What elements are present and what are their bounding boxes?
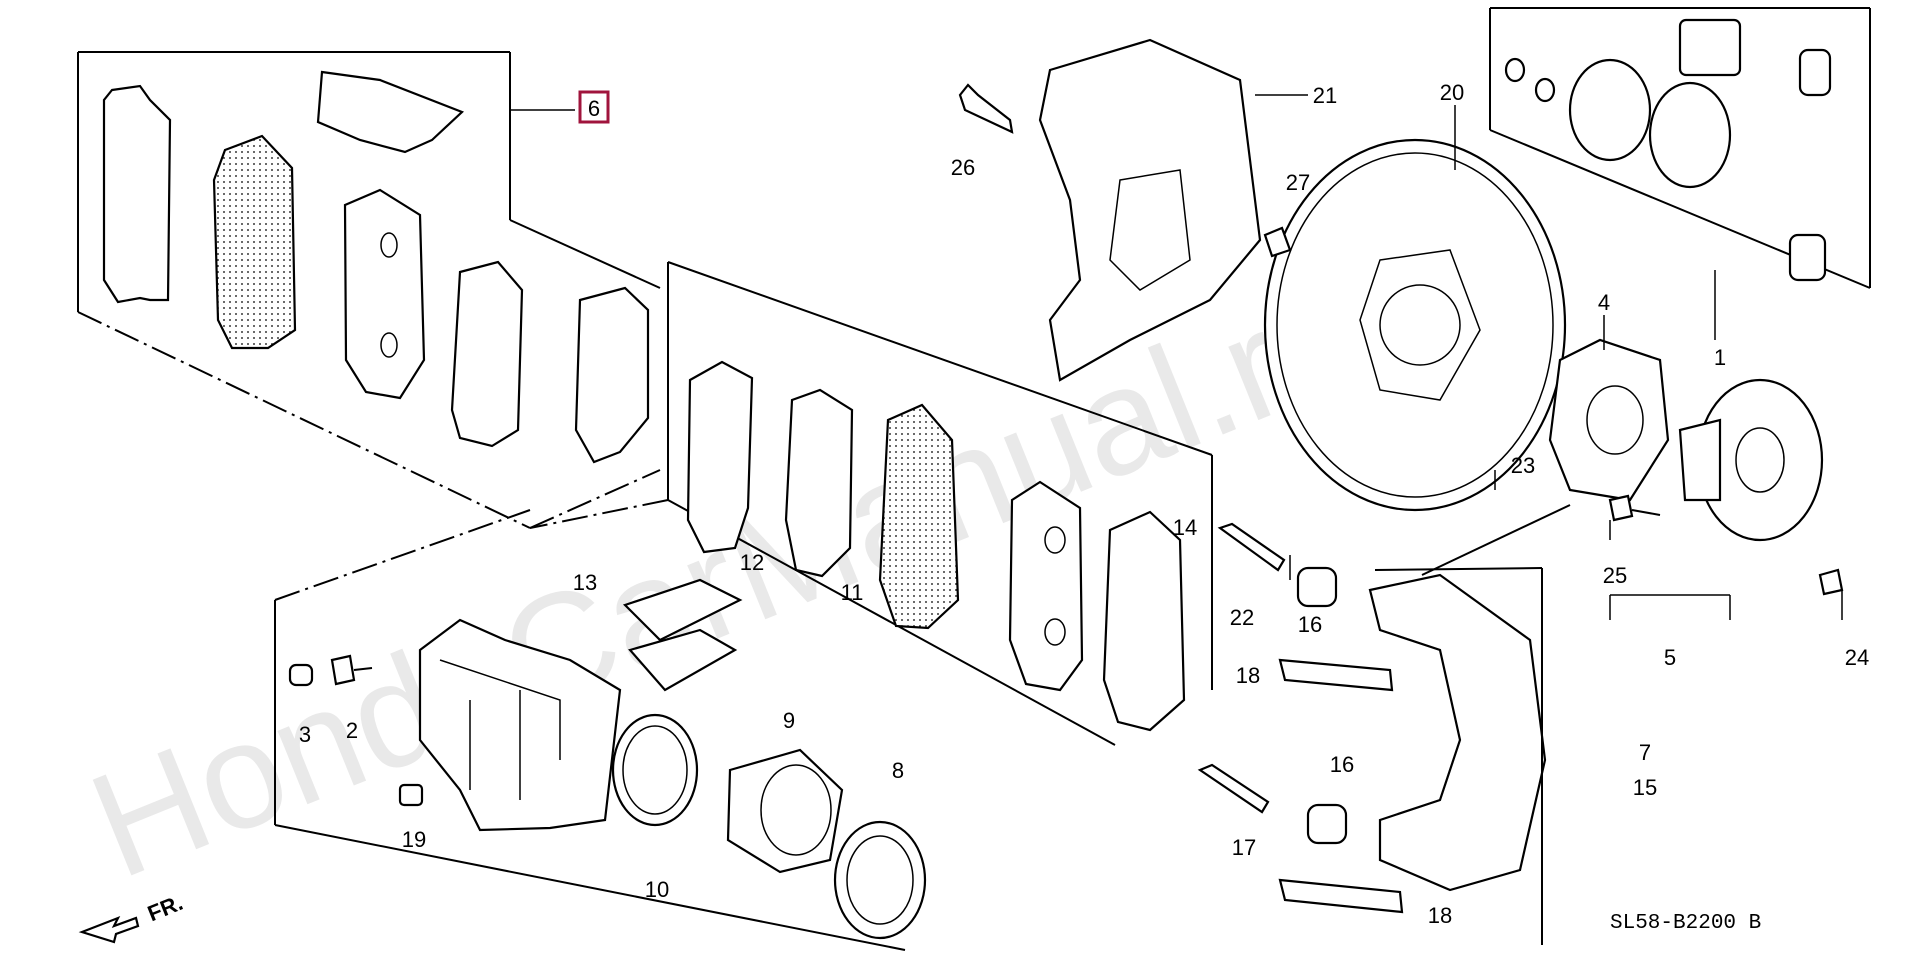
label-11: 11 [841, 580, 864, 605]
label-19: 19 [402, 827, 426, 852]
label-18a: 18 [1236, 663, 1260, 688]
label-27: 27 [1286, 170, 1310, 195]
label-7: 7 [1639, 740, 1651, 765]
label-10: 10 [645, 877, 669, 902]
caliper-parts [288, 578, 927, 940]
label-17: 17 [1232, 835, 1256, 860]
label-25: 25 [1603, 563, 1627, 588]
label-8: 8 [892, 758, 904, 783]
label-3: 3 [299, 722, 311, 747]
label-26: 26 [951, 155, 975, 180]
highlight-box [578, 90, 610, 124]
label-16a: 16 [1298, 612, 1322, 637]
label-4: 4 [1598, 290, 1610, 315]
label-2: 2 [346, 718, 358, 743]
pad-set-parts [686, 360, 1186, 732]
pad-kit-parts [102, 70, 650, 464]
drawing-code: SL58-B2200 B [1610, 912, 1761, 935]
hub-assembly [1548, 338, 1844, 596]
label-21: 21 [1313, 83, 1337, 108]
label-22: 22 [1230, 605, 1254, 630]
pad-set-box [529, 261, 1213, 746]
label-23: 23 [1511, 453, 1535, 478]
label-16b: 16 [1330, 752, 1354, 777]
label-20: 20 [1440, 80, 1464, 105]
caliper-bracket [1197, 504, 1571, 945]
hub-kit-box [1489, 7, 1871, 289]
label-24: 24 [1845, 645, 1869, 670]
caliper-box [274, 509, 906, 951]
part-labels: 6 1 2 3 4 5 7 8 9 10 11 12 13 14 15 16 1… [299, 80, 1869, 928]
shield-and-rotor [958, 38, 1567, 512]
label-18b: 18 [1428, 903, 1452, 928]
label-15: 15 [1633, 775, 1657, 800]
pad-kit-box [77, 51, 661, 529]
front-direction-arrow [78, 915, 140, 944]
label-9: 9 [783, 708, 795, 733]
label-5: 5 [1664, 645, 1676, 670]
label-14: 14 [1173, 515, 1197, 540]
label-6: 6 [588, 96, 600, 121]
label-12: 12 [740, 550, 764, 575]
label-1: 1 [1714, 345, 1726, 370]
label-13: 13 [573, 570, 597, 595]
leader-lines [510, 94, 1843, 620]
